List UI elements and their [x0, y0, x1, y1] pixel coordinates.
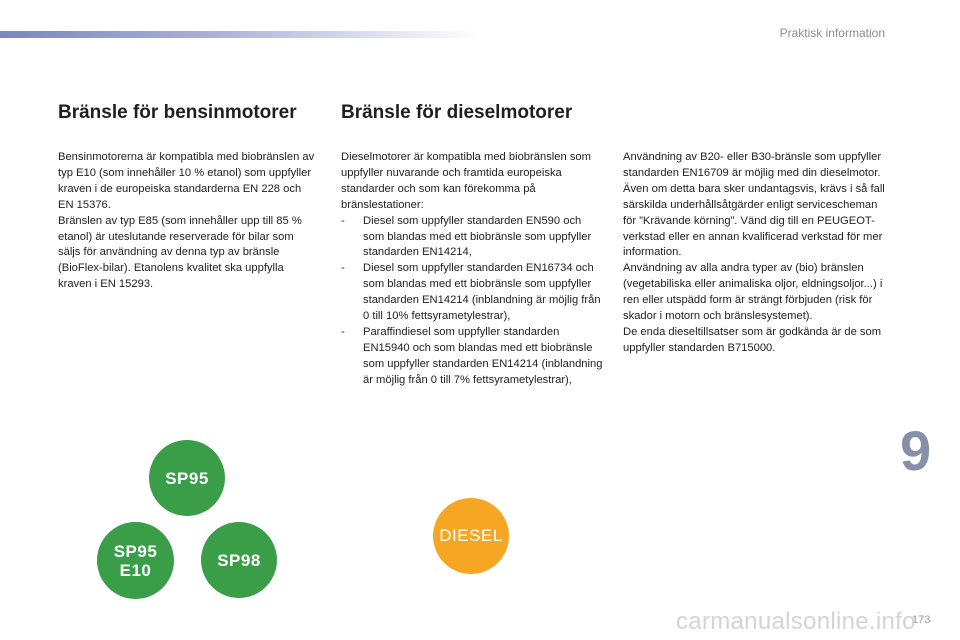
diesel-paragraph: Användning av B20- eller B30-bränsle som… — [623, 151, 885, 259]
diesel-paragraph: Användning av alla andra typer av (bio) … — [623, 262, 883, 323]
sp95-e10-label-line2: E10 — [119, 560, 152, 580]
list-dash: - — [341, 262, 345, 275]
watermark: carmanualsonline.info — [676, 608, 916, 635]
petrol-text: Bensinmotorerna är kompatibla med biobrä… — [58, 150, 316, 293]
list-dash: - — [341, 214, 345, 227]
list-item-text: Paraffindiesel som uppfyller standarden … — [363, 325, 603, 386]
sp98-pump-label: SP98 — [201, 522, 277, 598]
list-item: - Diesel som uppfyller standarden EN16734… — [341, 261, 603, 325]
sp95-label: SP95 — [165, 468, 209, 488]
petrol-paragraph: Bränslen av typ E85 (som innehåller upp … — [58, 214, 302, 291]
diesel-label: DIESEL — [439, 526, 503, 545]
list-item: - Diesel som uppfyller standarden EN590 o… — [341, 214, 603, 262]
sp98-label: SP98 — [217, 550, 261, 570]
diesel-heading: Bränsle för dieselmotorer — [341, 102, 573, 123]
sp95-e10-label-line1: SP95 — [113, 541, 158, 561]
list-item: - Paraffindiesel som uppfyller standarden… — [341, 325, 603, 389]
section-title: Praktisk information — [779, 26, 885, 40]
petrol-paragraph: Bensinmotorerna är kompatibla med biobrä… — [58, 151, 315, 211]
diesel-paragraph: De enda dieseltillsatser som är godkända… — [623, 325, 882, 354]
sp95-e10-pump-label: SP95 E10 — [97, 522, 174, 599]
diesel-text-left: Dieselmotorer är kompatibla med biobräns… — [341, 150, 603, 389]
diesel-text-right: Användning av B20- eller B30-bränsle som… — [623, 150, 885, 357]
list-dash: - — [341, 325, 345, 338]
list-item-text: Diesel som uppfyller standarden EN16734 … — [363, 262, 601, 323]
chapter-number: 9 — [900, 419, 932, 482]
diesel-intro: Dieselmotorer är kompatibla med biobräns… — [341, 151, 591, 211]
sp95-pump-label: SP95 — [149, 440, 225, 516]
page-number: 173 — [912, 614, 931, 626]
petrol-heading: Bränsle för bensinmotorer — [58, 102, 297, 123]
diesel-pump-label: DIESEL — [433, 498, 509, 574]
header-accent-bar — [0, 31, 480, 38]
diesel-list: - Diesel som uppfyller standarden EN590 o… — [341, 214, 603, 389]
list-item-text: Diesel som uppfyller standarden EN590 oc… — [363, 214, 592, 259]
